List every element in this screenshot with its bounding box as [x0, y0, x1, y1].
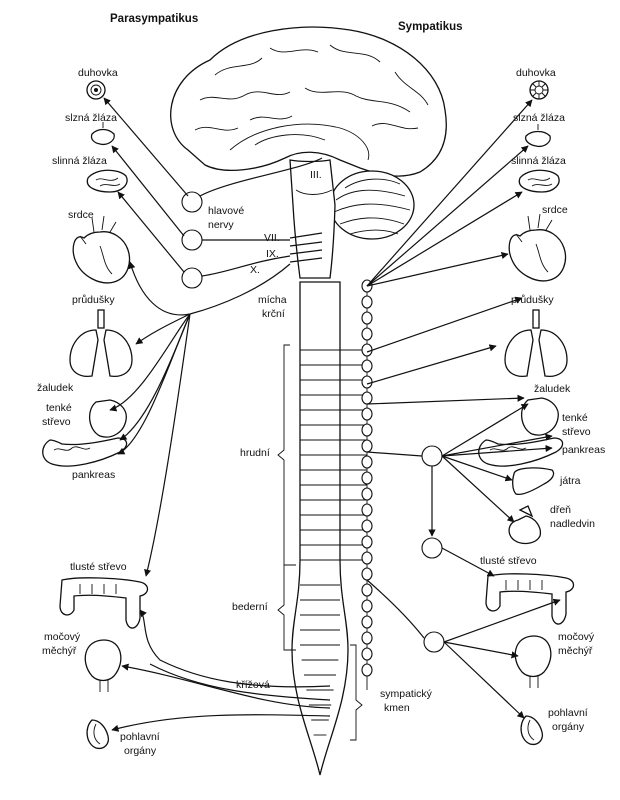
trunk-ganglion: [361, 391, 373, 405]
parasympathetic-nerves: [103, 97, 331, 732]
right-colon: [485, 573, 575, 625]
left-small-intestine-label-1: tenké: [46, 402, 72, 414]
trunk-ganglion: [361, 343, 373, 357]
left-salivary-gland-label: slinná žláza: [52, 155, 107, 167]
trunk-ganglion: [361, 535, 373, 549]
right-stomach-label: žaludek: [534, 383, 571, 395]
left-bronchi-label: průdušky: [72, 294, 115, 306]
trunk-ganglion: [361, 375, 373, 389]
left-genitals: [86, 719, 110, 750]
trunk-ganglion: [361, 471, 373, 485]
right-salivary-gland-label: slinná žláza: [511, 155, 566, 167]
right-pancreas-label: pankreas: [562, 444, 605, 456]
sympathetic-prevertebral-ganglia: [421, 445, 445, 653]
nerve-iii-label: III.: [310, 169, 322, 181]
right-heart: [508, 213, 567, 282]
trunk-ganglion: [361, 359, 373, 373]
right-tear-gland: [524, 124, 551, 148]
trunk-label-1: sympatický: [380, 688, 433, 700]
right-bladder: [514, 635, 552, 688]
right-liver: [512, 467, 555, 496]
right-bronchi: [504, 309, 568, 378]
right-small-intestine-label-2: střevo: [562, 426, 591, 438]
left-bladder-label-2: měchýř: [42, 645, 77, 657]
cerebellum: [329, 170, 415, 240]
nerve-vii-label: VII.: [264, 232, 280, 244]
right-bladder-label-1: močový: [558, 631, 595, 643]
trunk-ganglion: [361, 631, 373, 645]
spinal-cord: [291, 281, 349, 776]
trunk-ganglion: [361, 295, 373, 309]
right-genitals-label-2: orgány: [552, 721, 585, 733]
parasympathetic-cranial-ganglia: [181, 191, 203, 289]
right-genitals-label-1: pohlavní: [548, 707, 588, 719]
left-bladder: [84, 639, 122, 692]
left-pancreas-label: pankreas: [72, 469, 115, 481]
right-salivary-gland: [518, 169, 560, 193]
left-iris: [86, 80, 106, 100]
right-iris-label: duhovka: [516, 67, 556, 79]
trunk-ganglion: [361, 311, 373, 325]
left-colon: [59, 577, 149, 629]
left-tear-gland: [90, 122, 115, 146]
left-genitals-label-2: orgány: [124, 745, 157, 757]
trunk-ganglion: [361, 519, 373, 533]
nerve-x-label: X.: [250, 264, 260, 276]
right-adrenal-label-1: dřeň: [550, 504, 571, 516]
left-small-intestine-label-2: střevo: [42, 416, 71, 428]
trunk-ganglion: [361, 583, 373, 597]
left-salivary-gland: [86, 169, 128, 193]
trunk-ganglion: [361, 647, 373, 661]
trunk-ganglion: [361, 615, 373, 629]
right-colon-label: tlusté střevo: [480, 555, 537, 567]
right-adrenal: [508, 505, 542, 545]
left-stomach-label: žaludek: [37, 382, 74, 394]
right-iris: [529, 80, 549, 100]
trunk-ganglion: [361, 567, 373, 581]
cervical-label-1: mícha: [258, 294, 287, 306]
trunk-ganglion: [361, 455, 373, 469]
cranial-nerve-stubs: [289, 232, 323, 263]
right-heart-label: srdce: [542, 204, 568, 216]
cranial-nerves-label-2: nervy: [208, 219, 234, 231]
cervical-label-2: krční: [262, 308, 285, 320]
region-brackets: [277, 344, 363, 741]
left-heart: [72, 215, 131, 284]
spinal-segment-lines: [300, 349, 367, 736]
thoracic-label: hrudní: [240, 447, 270, 459]
sympathetic-title: Sympatikus: [398, 21, 463, 33]
brain: [170, 26, 447, 279]
trunk-ganglion: [361, 599, 373, 613]
right-adrenal-label-2: nadledvin: [550, 518, 595, 530]
trunk-ganglion: [361, 327, 373, 341]
nerve-ix-label: IX.: [266, 248, 279, 260]
trunk-ganglion: [361, 551, 373, 565]
left-iris-label: duhovka: [78, 67, 118, 79]
left-tear-gland-label: slzná žláza: [65, 112, 117, 124]
trunk-ganglion: [361, 503, 373, 517]
sympathetic-nerves: [366, 99, 561, 719]
left-genitals-label-1: pohlavní: [120, 731, 160, 743]
trunk-ganglion: [361, 439, 373, 453]
right-tear-gland-label: slzná žláza: [513, 112, 565, 124]
right-bladder-label-2: měchýř: [558, 645, 593, 657]
trunk-ganglion: [361, 487, 373, 501]
sympathetic-trunk-ganglia: [361, 279, 373, 677]
left-heart-label: srdce: [68, 209, 94, 221]
parasympathetic-title: Parasympatikus: [110, 13, 198, 25]
trunk-ganglion: [361, 663, 373, 677]
right-small-intestine-label-1: tenké: [562, 412, 588, 424]
left-colon-label: tlusté střevo: [70, 561, 127, 573]
cranial-nerves-label-1: hlavové: [208, 205, 244, 217]
trunk-label-2: kmen: [384, 702, 410, 714]
trunk-ganglion: [361, 407, 373, 421]
right-genitals: [520, 715, 544, 746]
trunk-ganglion: [361, 423, 373, 437]
right-liver-label: játra: [559, 475, 581, 487]
lumbar-label: bederní: [232, 601, 268, 613]
left-bladder-label-1: močový: [44, 631, 81, 643]
left-bronchi: [69, 309, 133, 378]
